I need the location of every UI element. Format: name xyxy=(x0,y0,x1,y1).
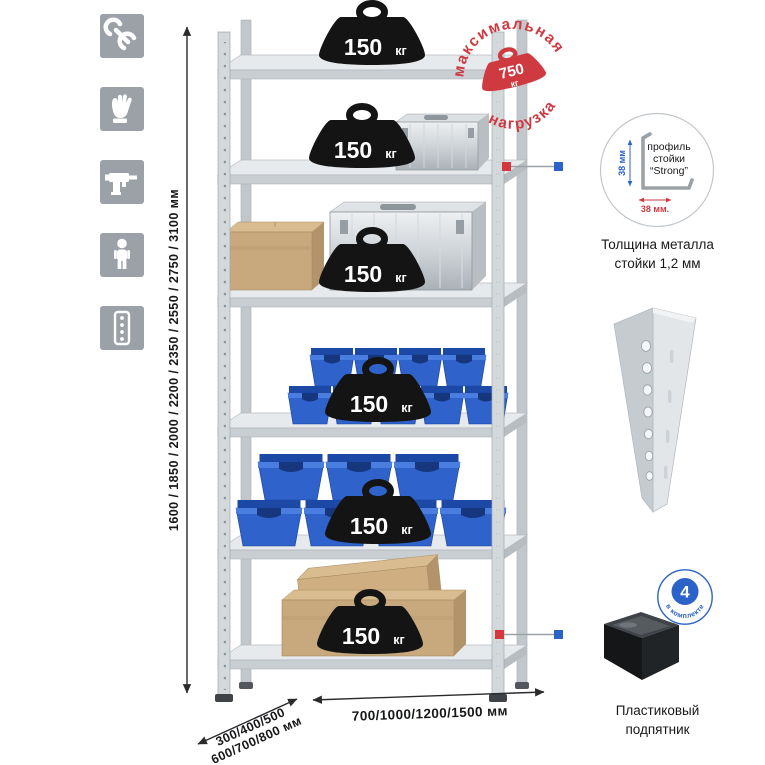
angle-post-image xyxy=(597,298,712,533)
max-load-stamp: максимальная нагрузка 750 кг xyxy=(420,0,607,170)
svg-text:нагрузка: нагрузка xyxy=(483,94,564,140)
shelf-load-weight-5: 150 кг xyxy=(325,483,431,545)
quantity-badge: 4 в комплекте xyxy=(656,568,714,631)
svg-text:стойки: стойки xyxy=(653,153,685,165)
shelf-load-weight-2: 150 кг xyxy=(309,107,415,169)
shelf-load-weight-3: 150 кг xyxy=(319,231,425,293)
svg-text:кг: кг xyxy=(395,271,406,285)
svg-text:750: 750 xyxy=(497,60,525,83)
plastic-foot-image xyxy=(586,592,691,692)
svg-text:150: 150 xyxy=(342,623,380,649)
svg-text:150: 150 xyxy=(334,137,372,163)
shelf-load-weight-6: 150 кг xyxy=(317,593,423,655)
height-dimension: 1600 / 1850 / 2000 / 2200 / 2350 / 2550 … xyxy=(167,26,192,694)
rear-posts xyxy=(239,19,529,689)
depth-dimension: 300/400/500 600/700/800 мм xyxy=(197,698,304,765)
foot-caption: Пластиковый подпятник xyxy=(615,703,700,737)
post-profile-callout: 38 мм профиль стойки “Strong” 38 мм. xyxy=(599,112,715,233)
svg-text:38 мм.: 38 мм. xyxy=(641,204,669,214)
svg-text:кг: кг xyxy=(385,147,396,161)
rack-post-icon xyxy=(100,306,144,350)
svg-text:кг: кг xyxy=(395,44,406,58)
front-posts xyxy=(215,31,507,702)
svg-text:150: 150 xyxy=(344,261,382,287)
svg-text:кг: кг xyxy=(401,401,412,415)
gloves-icon xyxy=(100,87,144,131)
width-dimension: 700/1000/1200/1500 мм xyxy=(312,688,545,724)
svg-text:“Strong”: “Strong” xyxy=(650,165,688,177)
svg-text:профиль: профиль xyxy=(647,141,691,153)
feature-icon-column xyxy=(100,14,144,350)
profile-section-drawing xyxy=(641,132,694,190)
profile-connector xyxy=(502,162,563,171)
svg-text:кг: кг xyxy=(401,523,412,537)
svg-text:4: 4 xyxy=(680,583,690,602)
svg-text:кг: кг xyxy=(393,633,404,647)
drill-icon xyxy=(100,160,144,204)
shelf-load-weight-1: 150 кг xyxy=(319,4,425,66)
svg-text:150: 150 xyxy=(350,513,388,539)
cardboard-box-shelf3 xyxy=(225,221,325,291)
svg-text:38 мм: 38 мм xyxy=(617,150,627,176)
svg-text:700/1000/1200/1500 мм: 700/1000/1200/1500 мм xyxy=(352,703,508,723)
foot-connector xyxy=(495,630,563,639)
profile-caption: Толщина металла стойки 1,2 мм xyxy=(601,237,714,271)
wrench-icon xyxy=(100,14,144,58)
svg-text:150: 150 xyxy=(350,391,388,417)
person-icon xyxy=(100,233,144,277)
shelf-load-weight-4: 150 кг xyxy=(325,361,431,423)
svg-text:150: 150 xyxy=(344,34,382,60)
svg-text:1600 / 1850 / 2000 / 2200 / 23: 1600 / 1850 / 2000 / 2200 / 2350 / 2550 … xyxy=(167,189,181,531)
svg-text:кг: кг xyxy=(510,77,520,89)
